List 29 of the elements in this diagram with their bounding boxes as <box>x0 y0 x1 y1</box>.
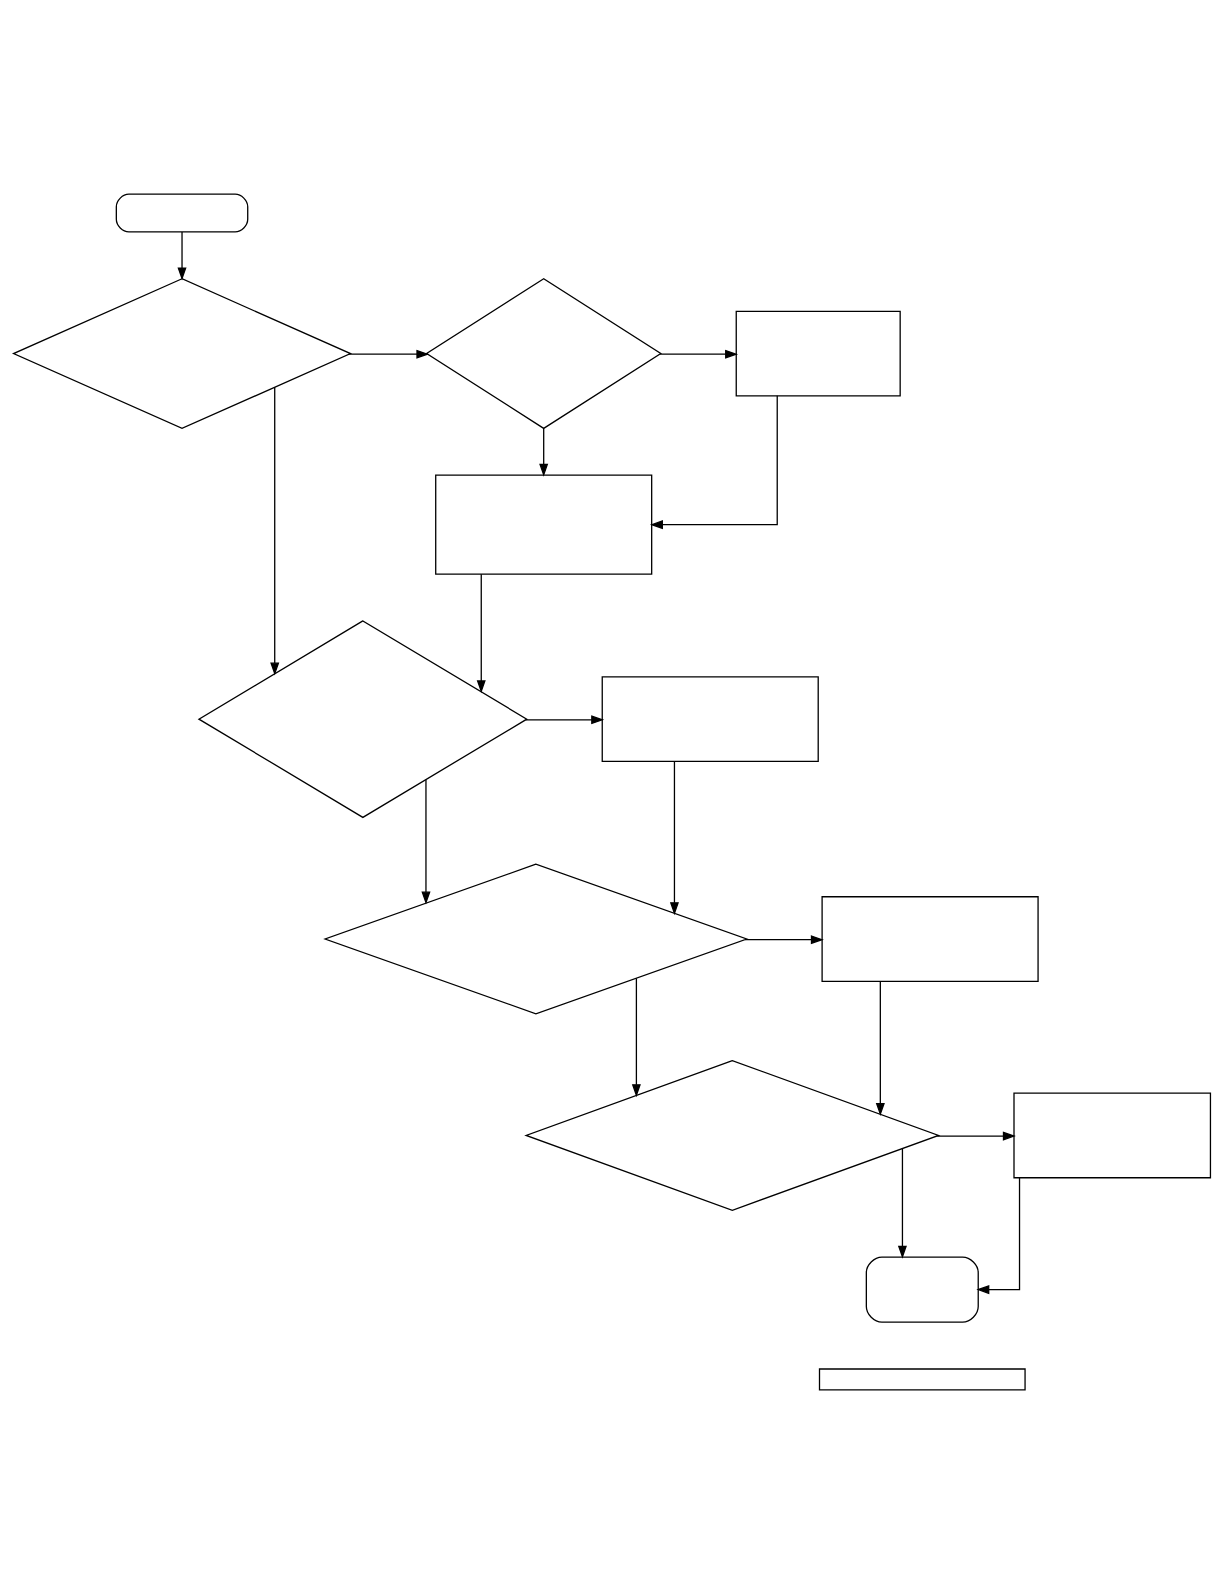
arrow <box>897 1147 907 1259</box>
node-box <box>115 193 249 233</box>
arrow <box>421 779 431 905</box>
node-diamond <box>323 863 749 1015</box>
node-box <box>821 896 1039 982</box>
node-diamond <box>524 1059 941 1211</box>
arrow <box>270 386 280 676</box>
node-box <box>818 1368 1026 1391</box>
node-diamond <box>425 278 662 430</box>
node-box <box>865 1256 979 1323</box>
arrow <box>631 977 641 1098</box>
arrow <box>525 715 605 725</box>
node-diamond <box>11 278 353 430</box>
node-box <box>1013 1092 1212 1179</box>
node-box <box>435 474 653 575</box>
node-box <box>601 676 819 763</box>
arrow <box>348 349 430 359</box>
arrow <box>539 427 549 477</box>
node-diamond <box>197 620 529 819</box>
arrow <box>649 395 778 530</box>
arrow <box>177 231 187 281</box>
arrow <box>669 760 679 916</box>
arrow <box>976 1177 1021 1295</box>
arrow <box>744 935 824 945</box>
arrow <box>659 349 739 359</box>
arrow <box>936 1131 1016 1141</box>
node-box <box>735 310 901 397</box>
arrow <box>875 981 885 1117</box>
arrow <box>476 573 486 694</box>
